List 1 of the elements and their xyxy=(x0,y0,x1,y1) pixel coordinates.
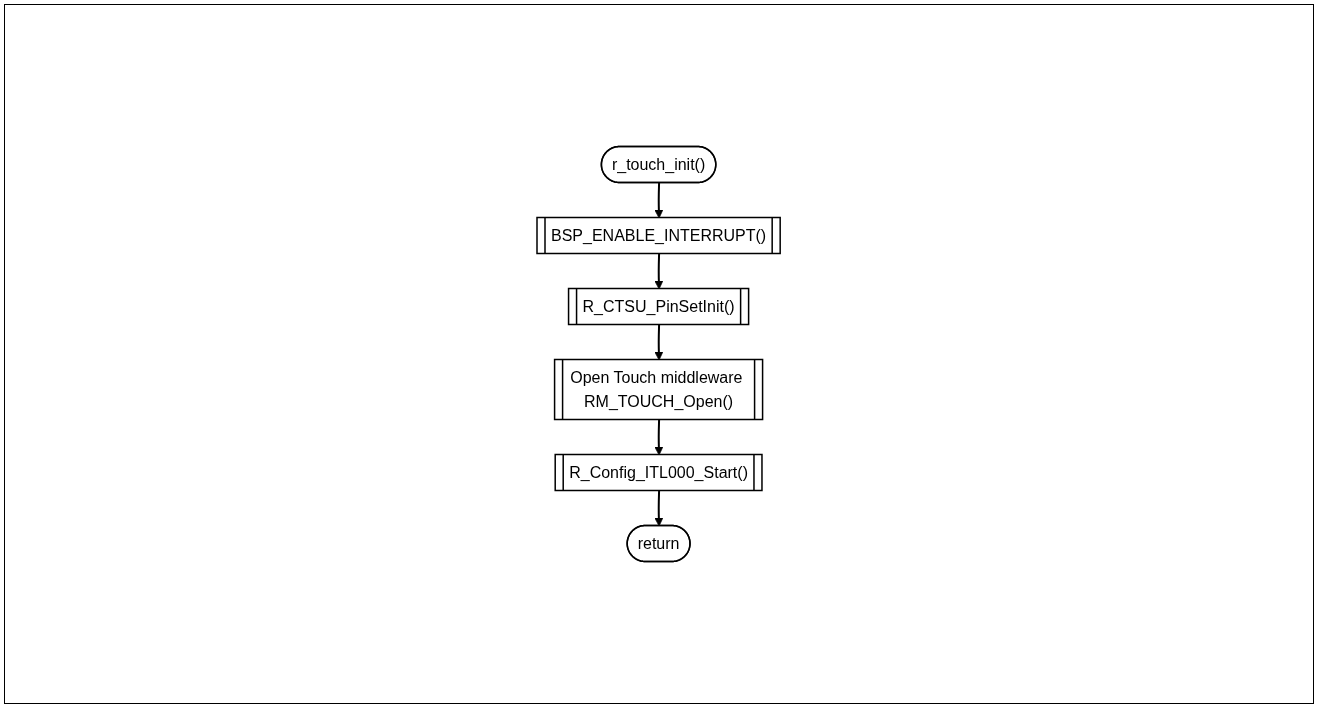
arrow xyxy=(654,490,664,527)
